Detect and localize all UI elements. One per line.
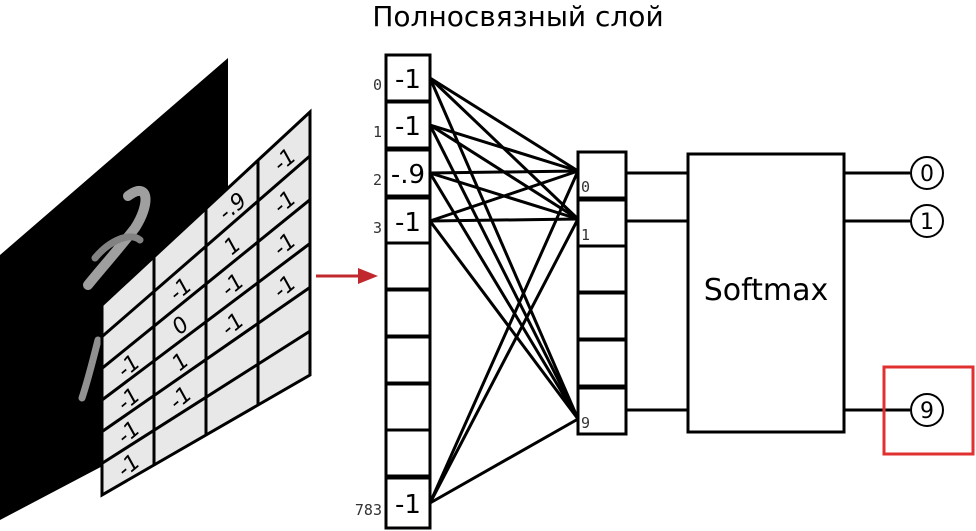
connection-line	[428, 220, 580, 420]
grid-line	[101, 154, 311, 338]
input-layer: -1 0 -1 1 -.9 2 -1 3 -1 783	[355, 53, 432, 530]
output-neuron-index: 1	[581, 226, 590, 244]
connection-line	[428, 218, 580, 504]
softmax-box	[686, 152, 846, 434]
output-neuron	[576, 244, 628, 294]
connection-line	[428, 172, 580, 420]
digit-image	[78, 186, 151, 402]
input-neuron-value: -.9	[391, 160, 425, 190]
output-digit: 1	[920, 210, 934, 235]
output-node	[910, 156, 944, 190]
output-node	[910, 204, 944, 238]
grid-line	[101, 329, 311, 465]
input-neuron-index: 0	[373, 76, 382, 94]
input-neuron	[384, 382, 432, 432]
connection-line	[429, 76, 579, 173]
input-neuron	[384, 196, 432, 246]
output-neuron	[576, 150, 628, 200]
output-nodes: 0 1 9	[910, 156, 944, 427]
connection-line	[429, 217, 579, 223]
connection-line	[429, 169, 579, 223]
softmax-input-lines	[626, 171, 688, 412]
output-neuron	[576, 338, 628, 388]
input-neuron-index: 783	[355, 501, 382, 519]
input-neuron-value: -1	[395, 208, 421, 238]
input-neuron-value: -1	[395, 65, 421, 95]
output-digit: 0	[920, 162, 934, 187]
input-neuron	[384, 428, 432, 478]
output-neuron-index: 9	[581, 414, 590, 432]
output-node	[910, 393, 944, 427]
grid-line	[101, 286, 311, 433]
input-neuron	[384, 148, 432, 198]
connection-line	[428, 124, 580, 420]
connection-line	[429, 169, 579, 175]
input-neuron-value: -1	[395, 490, 421, 520]
flatten-arrow	[316, 268, 378, 284]
grid-line	[101, 242, 311, 402]
input-neuron	[384, 100, 432, 150]
connection-line	[429, 123, 579, 173]
input-neuron	[384, 335, 432, 385]
diagram-title: Полносвязный слой	[372, 0, 663, 33]
output-neuron-index: 0	[581, 178, 590, 196]
pixel-value-grid: -.9-1-11-1-10-1-1-11-1-1-1-1-1	[100, 108, 312, 498]
input-neuron	[384, 476, 432, 530]
softmax-label: Softmax	[704, 273, 829, 308]
input-neuron	[384, 53, 432, 103]
connection-line	[428, 170, 580, 504]
input-neuron-index: 1	[373, 123, 382, 141]
connection-line	[429, 417, 579, 505]
output-digit: 9	[920, 399, 934, 424]
input-neuron	[384, 288, 432, 338]
grid-line	[101, 198, 311, 370]
softmax-output-lines	[844, 171, 910, 412]
output-neuron	[576, 386, 628, 436]
connection-lines	[428, 76, 580, 505]
input-neuron-value: -1	[395, 112, 421, 142]
output-layer: 0 1 9	[576, 150, 628, 436]
connection-line	[428, 77, 580, 420]
output-neuron	[576, 291, 628, 341]
input-neuron-index: 2	[373, 171, 382, 189]
input-neuron-index: 3	[373, 219, 382, 237]
prediction-highlight	[882, 365, 975, 456]
input-neuron	[384, 241, 432, 291]
